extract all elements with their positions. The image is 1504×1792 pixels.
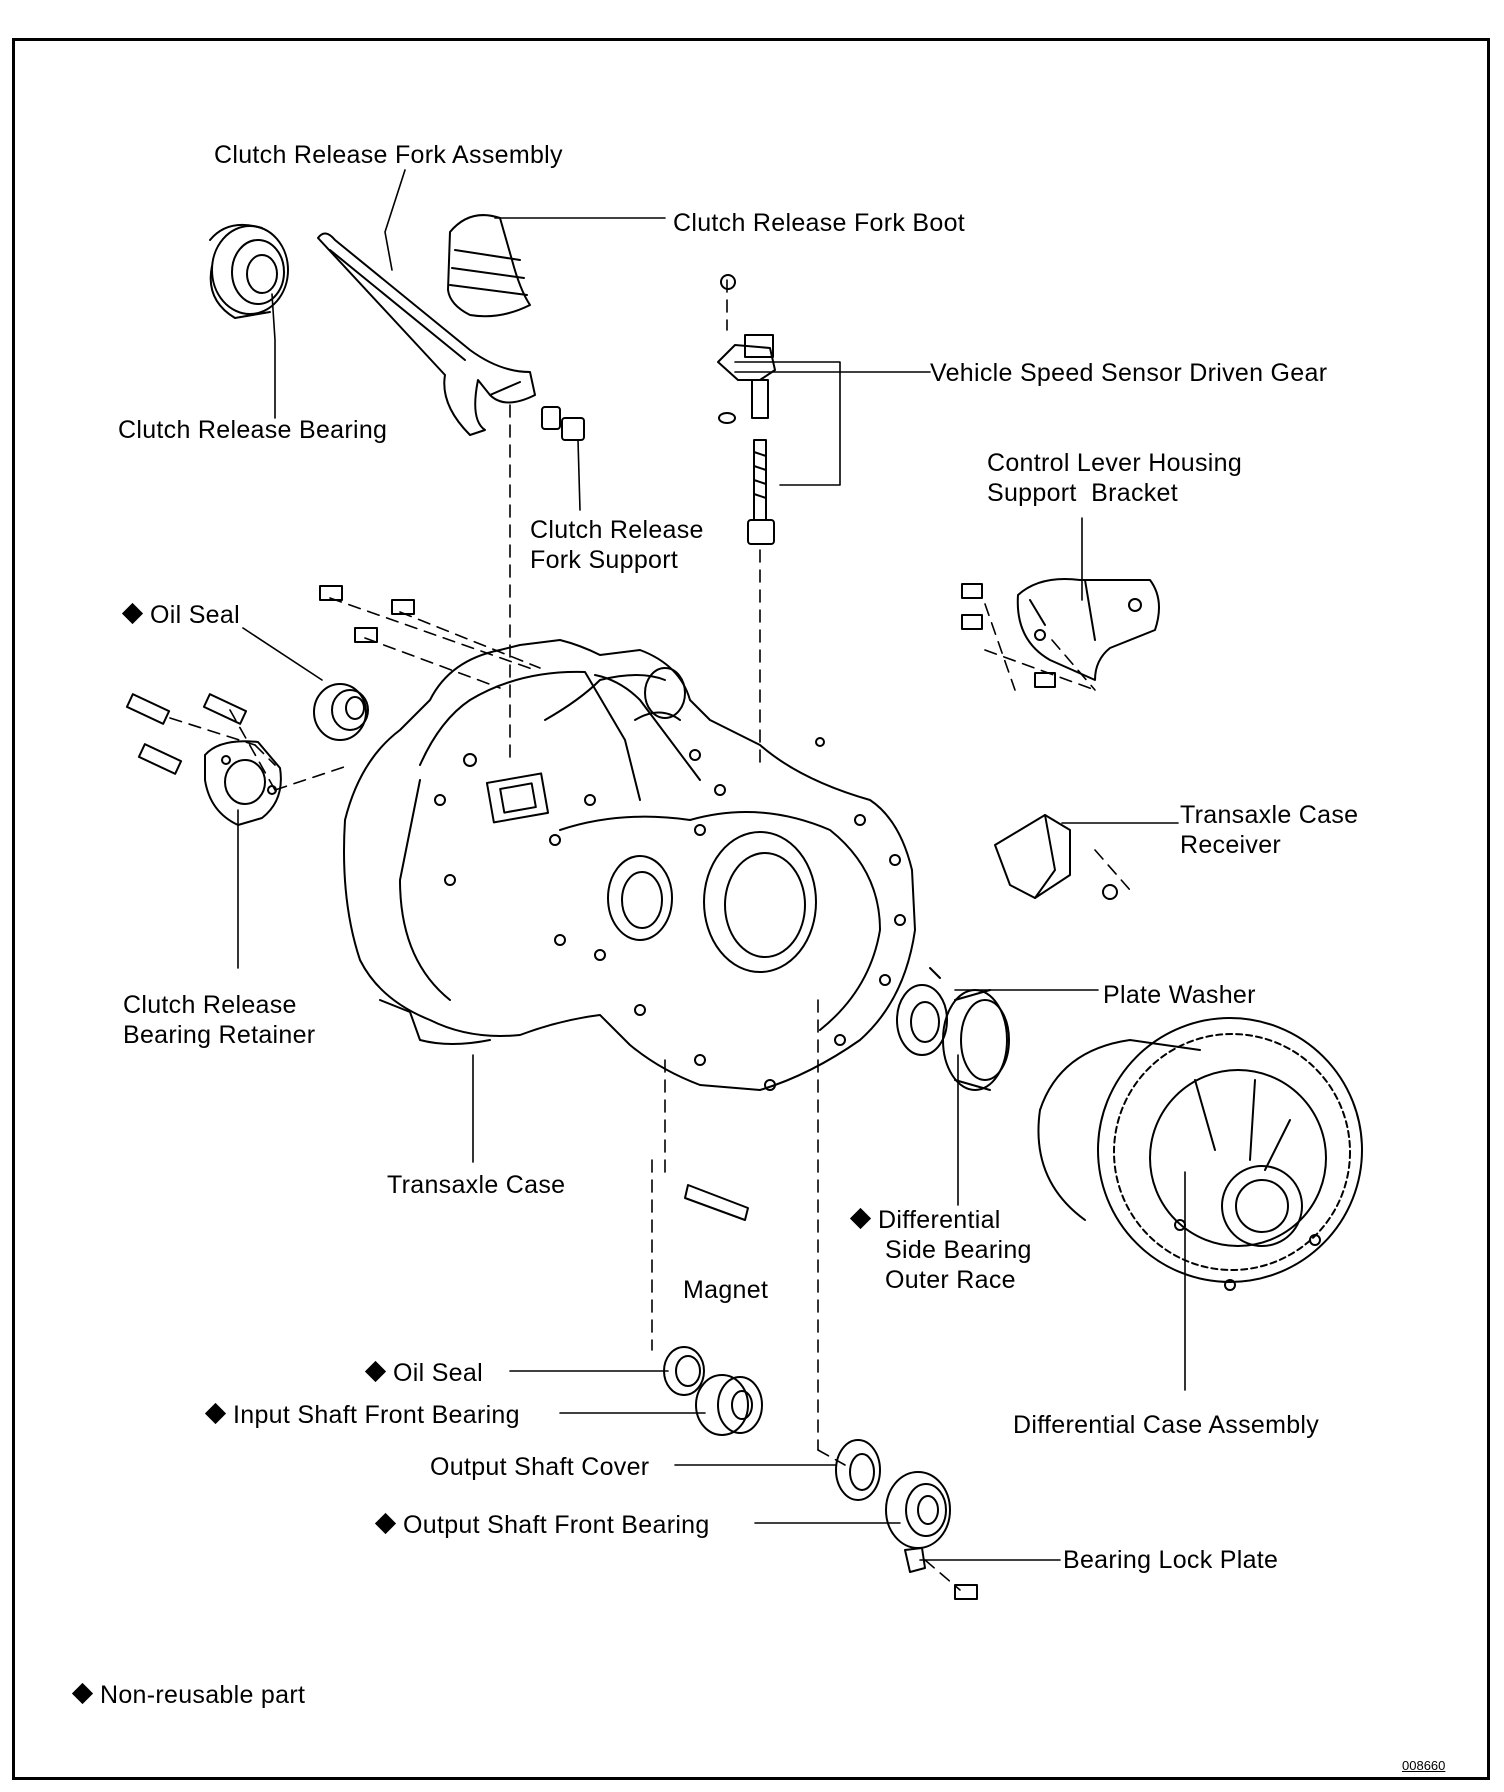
legend-non-reusable-text: Non-reusable part [100, 1681, 306, 1709]
diamond-icon [71, 1682, 94, 1705]
label-clutch-release-fork-assembly: Clutch Release Fork Assembly [214, 141, 563, 169]
label-control-lever-housing-support-bracket-line2: Support Bracket [987, 479, 1179, 507]
diamond-icon [364, 1360, 387, 1383]
diamond-icon [849, 1207, 872, 1230]
label-differential-side-bearing-outer-race-line2: Side Bearing [885, 1236, 1032, 1264]
label-oil-seal-upper: Oil Seal [121, 600, 240, 630]
label-differential-case-assembly: Differential Case Assembly [1013, 1411, 1320, 1439]
label-clutch-release-fork-boot: Clutch Release Fork Boot [673, 209, 966, 237]
differential-case-assembly-icon [1037, 1017, 1363, 1291]
label-plate-washer: Plate Washer [1103, 981, 1256, 1009]
label-differential-text: Differential [878, 1206, 1001, 1234]
alignment-lines [169, 279, 1131, 1591]
label-transaxle-case-receiver-line2: Receiver [1180, 831, 1282, 859]
label-differential-side-bearing-outer-race-line1: Differential [849, 1205, 1001, 1235]
label-oil-seal-upper-text: Oil Seal [150, 601, 240, 629]
output-shaft-cover-icon [835, 1439, 881, 1501]
label-output-shaft-front-bearing-text: Output Shaft Front Bearing [403, 1511, 710, 1539]
label-bearing-lock-plate: Bearing Lock Plate [1063, 1546, 1279, 1574]
label-output-shaft-cover: Output Shaft Cover [430, 1453, 650, 1481]
transaxle-case-receiver-icon [994, 814, 1118, 900]
diamond-icon [374, 1512, 397, 1535]
label-oil-seal-lower: Oil Seal [364, 1358, 483, 1388]
legend-non-reusable: Non-reusable part [71, 1680, 306, 1710]
magnet-icon [684, 1184, 749, 1221]
label-input-shaft-front-bearing: Input Shaft Front Bearing [204, 1400, 520, 1430]
label-differential-side-bearing-outer-race-line3: Outer Race [885, 1266, 1016, 1294]
oil-seal-upper-icon [313, 683, 369, 741]
output-shaft-front-bearing-icon [885, 1471, 951, 1549]
clutch-release-bearing-retainer-icon [125, 585, 415, 826]
label-output-shaft-front-bearing: Output Shaft Front Bearing [374, 1510, 710, 1540]
label-clutch-release-bearing: Clutch Release Bearing [118, 416, 388, 444]
label-control-lever-housing-support-bracket-line1: Control Lever Housing [987, 449, 1243, 477]
label-clutch-release-fork-support-line2: Fork Support [530, 546, 679, 574]
label-clutch-release-bearing-retainer-line2: Bearing Retainer [123, 1021, 316, 1049]
vehicle-speed-sensor-icon [717, 274, 776, 545]
oil-seal-lower-icon [663, 1346, 705, 1396]
label-magnet: Magnet [683, 1276, 769, 1304]
label-clutch-release-fork-support-line1: Clutch Release [530, 516, 704, 544]
label-oil-seal-lower-text: Oil Seal [393, 1359, 483, 1387]
diamond-icon [204, 1402, 227, 1425]
control-lever-bracket-icon [961, 578, 1160, 688]
differential-side-bearing-outer-race-icon [942, 989, 1010, 1091]
input-shaft-front-bearing-icon [695, 1374, 763, 1436]
clutch-release-fork-support-icon [541, 406, 585, 441]
clutch-release-fork-icon [317, 232, 536, 436]
transaxle-case-icon [343, 639, 916, 1091]
label-vehicle-speed-sensor-driven-gear: Vehicle Speed Sensor Driven Gear [930, 359, 1328, 387]
clutch-release-bearing-icon [209, 224, 289, 319]
bearing-lock-plate-icon [904, 1547, 978, 1600]
diamond-icon [121, 602, 144, 625]
clutch-release-fork-boot-icon [447, 214, 531, 318]
diagram-frame [12, 38, 1490, 1780]
figure-code: 008660 [1402, 1758, 1446, 1773]
label-input-shaft-front-bearing-text: Input Shaft Front Bearing [233, 1401, 520, 1429]
label-clutch-release-bearing-retainer-line1: Clutch Release [123, 991, 297, 1019]
label-transaxle-case-receiver-line1: Transaxle Case [1180, 801, 1359, 829]
plate-washer-icon [896, 967, 948, 1056]
label-transaxle-case: Transaxle Case [387, 1171, 566, 1199]
